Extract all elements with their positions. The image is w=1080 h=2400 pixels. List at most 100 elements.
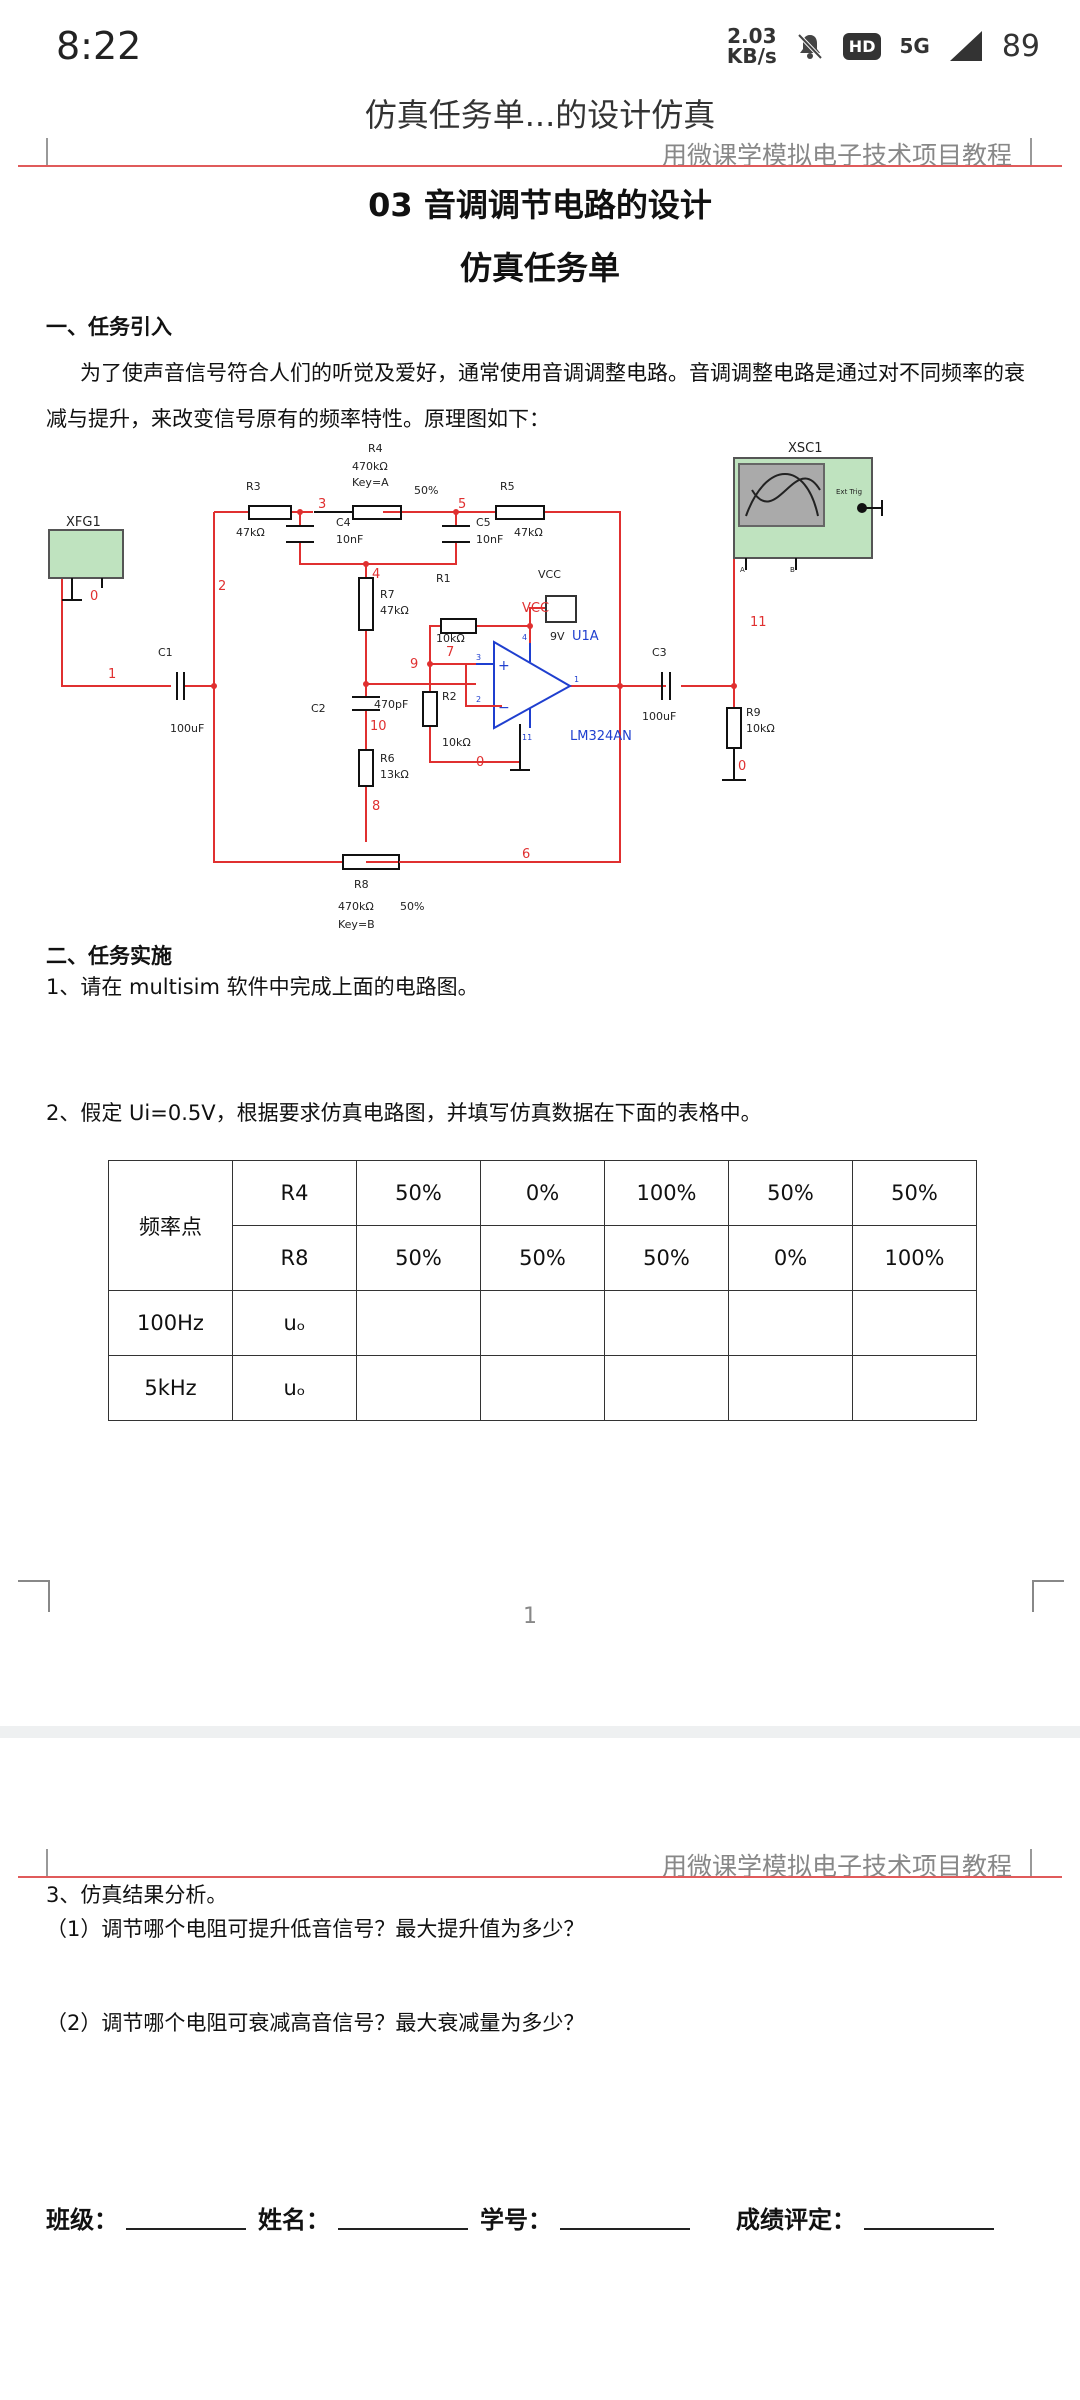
table-cell-empty[interactable] xyxy=(728,1290,853,1356)
name-label: 姓名： xyxy=(258,2206,330,2234)
header-tick-right xyxy=(1030,138,1032,166)
svg-text:C5: C5 xyxy=(476,516,491,529)
svg-text:9: 9 xyxy=(410,657,418,672)
header-rule xyxy=(18,165,1062,167)
grade-field[interactable] xyxy=(864,2200,994,2230)
table-row: R8 50% 50% 50% 0% 100% xyxy=(109,1225,977,1291)
svg-text:R4: R4 xyxy=(368,442,383,455)
freq-100hz: 100Hz xyxy=(108,1290,233,1356)
svg-text:11: 11 xyxy=(522,733,532,742)
question-1: （1）调节哪个电阻可提升低音信号？最大提升值为多少？ xyxy=(46,1917,585,1941)
svg-text:U1A: U1A xyxy=(572,629,599,644)
section2-heading: 二、任务实施 xyxy=(46,944,172,968)
node-numbers: 1 2 3 4 5 6 7 8 9 10 11 0 0 0 xyxy=(90,497,767,862)
svg-text:VCC: VCC xyxy=(538,568,561,581)
question-2: （2）调节哪个电阻可衰减高音信号？最大衰减量为多少？ xyxy=(46,2011,585,2035)
svg-text:11: 11 xyxy=(750,615,767,630)
table-row: 100Hz uₒ xyxy=(108,1290,977,1356)
signature-line: 班级： 姓名： 学号： 成绩评定： xyxy=(46,2200,1006,2235)
signal-icon xyxy=(949,31,982,61)
table-cell-empty[interactable] xyxy=(356,1290,481,1356)
svg-text:50%: 50% xyxy=(400,900,424,913)
svg-text:8: 8 xyxy=(372,799,380,814)
battery-level: 89 xyxy=(1001,28,1040,64)
row-label-r4: R4 xyxy=(232,1160,357,1226)
class-field[interactable] xyxy=(126,2200,246,2230)
svg-text:+: + xyxy=(498,658,510,674)
svg-text:470pF: 470pF xyxy=(374,698,408,711)
uo-label: uₒ xyxy=(232,1290,357,1356)
freq-5khz: 5kHz xyxy=(108,1355,233,1421)
circuit-wires xyxy=(61,511,735,863)
svg-text:VCC: VCC xyxy=(522,601,549,616)
section1-text: 为了使声音信号符合人们的听觉及爱好，通常使用音调调整电路。音调调整电路是通过对不… xyxy=(46,361,1025,431)
table-cell: 50% xyxy=(480,1225,605,1291)
table-cell-empty[interactable] xyxy=(604,1290,729,1356)
table-cell-empty[interactable] xyxy=(728,1355,853,1421)
svg-text:470kΩ: 470kΩ xyxy=(352,460,388,473)
svg-text:10kΩ: 10kΩ xyxy=(746,722,775,735)
table-cell-empty[interactable] xyxy=(604,1355,729,1421)
table-cell: 100% xyxy=(604,1160,729,1226)
table-cell: 50% xyxy=(356,1160,481,1226)
svg-text:6: 6 xyxy=(522,847,530,862)
id-field[interactable] xyxy=(560,2200,690,2230)
svg-text:R6: R6 xyxy=(380,752,395,765)
status-icons: 2.03 KB/s HD 5G 89 xyxy=(727,26,1040,66)
step3-text: 3、仿真结果分析。 xyxy=(46,1883,228,1907)
table-cell-empty[interactable] xyxy=(852,1355,977,1421)
page-subtitle: 仿真任务单 xyxy=(459,249,620,287)
svg-text:XSC1: XSC1 xyxy=(788,441,823,456)
svg-text:2: 2 xyxy=(476,695,481,704)
svg-text:10: 10 xyxy=(370,719,387,734)
svg-text:Ext Trig: Ext Trig xyxy=(836,488,862,496)
table-cell-empty[interactable] xyxy=(356,1355,481,1421)
name-field[interactable] xyxy=(338,2200,468,2230)
table-cell: 50% xyxy=(604,1225,729,1291)
grade-label: 成绩评定： xyxy=(736,2206,856,2234)
page-separator xyxy=(0,1726,1080,1738)
svg-text:R3: R3 xyxy=(246,480,261,493)
svg-text:0: 0 xyxy=(90,589,98,604)
document-title[interactable]: 仿真任务单...的设计仿真 xyxy=(364,96,716,134)
table-cell: 0% xyxy=(728,1225,853,1291)
svg-text:4: 4 xyxy=(522,633,527,642)
svg-text:100uF: 100uF xyxy=(642,710,676,723)
svg-text:B: B xyxy=(790,566,795,574)
table-cell: 100% xyxy=(852,1225,977,1291)
page-title: 03 音调调节电路的设计 xyxy=(368,186,712,224)
svg-text:9V: 9V xyxy=(550,630,565,643)
svg-text:R7: R7 xyxy=(380,588,395,601)
opamp-symbol xyxy=(465,640,573,730)
svg-text:R9: R9 xyxy=(746,706,761,719)
table-row: 频率点 R4 50% 0% 100% 50% 50% xyxy=(108,1160,977,1291)
svg-text:2: 2 xyxy=(218,579,226,594)
class-label: 班级： xyxy=(46,2206,118,2234)
svg-text:100uF: 100uF xyxy=(170,722,204,735)
table-cell-empty[interactable] xyxy=(480,1290,605,1356)
svg-text:R8: R8 xyxy=(354,878,369,891)
table-cell: 50% xyxy=(852,1160,977,1226)
row-label-r8: R8 xyxy=(232,1225,357,1291)
circuit-diagram: XFG1 XSC1 Ext Trig R3 47kΩ R4 470kΩ Key=… xyxy=(48,441,883,931)
hd-badge: HD xyxy=(842,32,882,60)
header-tick-left xyxy=(46,138,48,166)
header-tick-right xyxy=(1030,1849,1032,1877)
svg-text:C3: C3 xyxy=(652,646,667,659)
uo-label: uₒ xyxy=(232,1355,357,1421)
step1-text: 1、请在 multisim 软件中完成上面的电路图。 xyxy=(46,975,479,999)
svg-text:0: 0 xyxy=(738,759,746,774)
svg-text:4: 4 xyxy=(372,567,380,582)
page-corner-right xyxy=(1032,1580,1064,1612)
svg-text:5: 5 xyxy=(458,497,466,512)
svg-text:XFG1: XFG1 xyxy=(66,515,101,530)
table-cell-empty[interactable] xyxy=(480,1355,605,1421)
table-cell-empty[interactable] xyxy=(852,1290,977,1356)
svg-text:50%: 50% xyxy=(414,484,438,497)
header-tick-left xyxy=(46,1849,48,1877)
step2-text: 2、假定 Ui=0.5V，根据要求仿真电路图，并填写仿真数据在下面的表格中。 xyxy=(46,1101,762,1125)
svg-text:A: A xyxy=(740,566,745,574)
circuit-nodes xyxy=(211,509,737,689)
bell-muted-icon xyxy=(797,33,823,60)
freq-header: 频率点 xyxy=(108,1160,233,1291)
